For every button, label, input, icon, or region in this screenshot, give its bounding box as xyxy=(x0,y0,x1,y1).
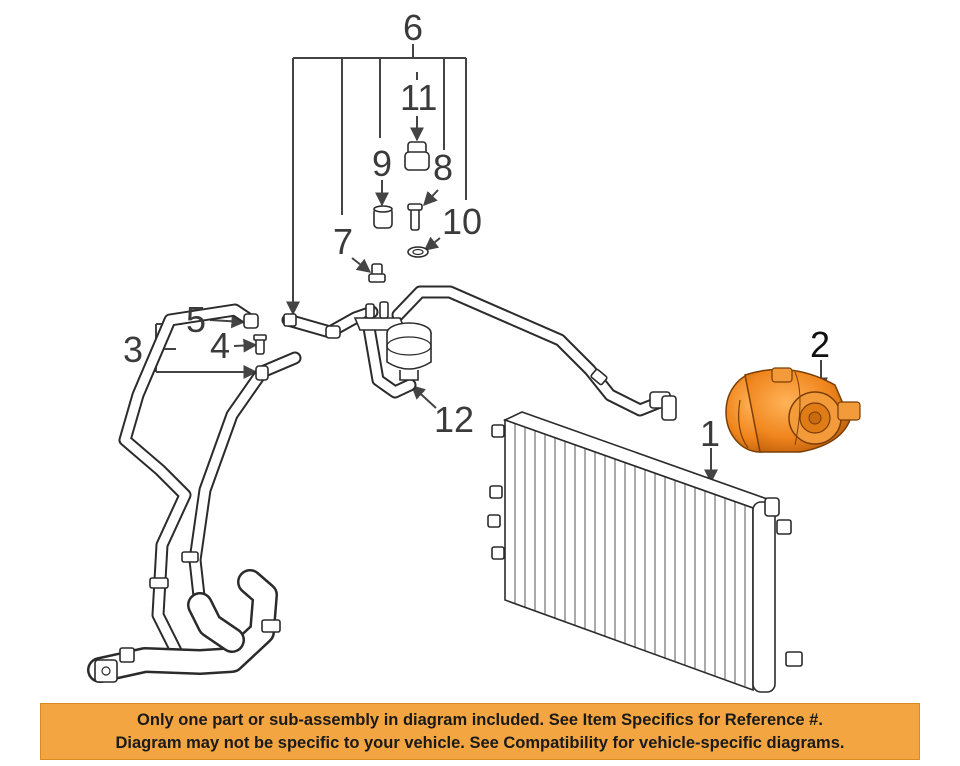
callout-5: 5 xyxy=(186,299,206,340)
callout-labels: 6 11 9 8 10 7 5 4 3 12 1 2 xyxy=(123,7,830,454)
callout-2: 2 xyxy=(810,324,830,365)
callout-6-leaders xyxy=(286,44,467,316)
hose-assembly xyxy=(87,303,302,683)
callout-1: 1 xyxy=(700,413,720,454)
fittings-4-5 xyxy=(243,313,269,381)
condenser xyxy=(487,411,803,693)
disclaimer-banner: Only one part or sub-assembly in diagram… xyxy=(40,703,920,760)
callout-11: 11 xyxy=(400,77,437,118)
callout-6: 6 xyxy=(403,7,423,48)
receiver-dryer xyxy=(353,301,432,399)
callout-leaders xyxy=(155,116,828,484)
callout-12: 12 xyxy=(434,399,474,440)
disclaimer-line-2: Diagram may not be specific to your vehi… xyxy=(115,733,845,752)
callout-10: 10 xyxy=(442,201,482,242)
callout-4: 4 xyxy=(210,325,230,366)
callout-9: 9 xyxy=(372,143,392,184)
compressor-highlighted xyxy=(725,367,861,453)
callout-7: 7 xyxy=(333,221,353,262)
callout-3: 3 xyxy=(123,329,143,370)
ac-system-diagram: 6 11 9 8 10 7 5 4 3 12 1 2 xyxy=(87,7,861,693)
callout-8: 8 xyxy=(433,147,453,188)
disclaimer-line-1: Only one part or sub-assembly in diagram… xyxy=(137,710,823,729)
liquid-line xyxy=(281,285,677,421)
small-parts xyxy=(368,141,430,283)
